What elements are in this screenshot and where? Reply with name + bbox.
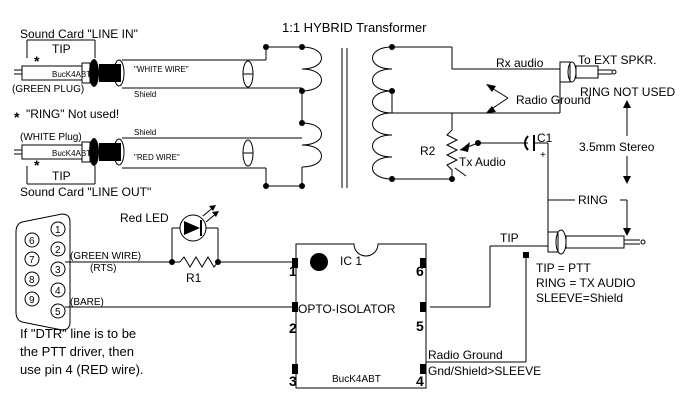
db9-pin-2: 2 (55, 245, 61, 256)
stereo-label: 3.5mm Stereo (579, 140, 655, 154)
tip-label: TIP (500, 231, 519, 245)
rts-wiring (65, 227, 292, 268)
ic1-name: IC 1 (340, 254, 362, 268)
ic1-brand: BucK4ABT (332, 374, 381, 385)
white-wire-label: "WHITE WIRE" (134, 65, 189, 74)
line-out-bracket (26, 166, 96, 185)
rx-audio-label: Rx audio (496, 56, 544, 70)
db9-pin-9: 9 (29, 295, 35, 306)
transformer-primary-coil (301, 46, 322, 168)
ic1-label: OPTO-ISOLATOR (298, 302, 396, 316)
ic1-pin-6: 6 (416, 263, 424, 279)
ring-note-star: * (14, 109, 20, 125)
c1-plus: + (540, 150, 546, 161)
ext-speaker-label: To EXT SPKR. (578, 53, 656, 67)
ic1-pin-2: 2 (289, 320, 297, 336)
db9-pin-4: 4 (55, 286, 61, 297)
db9-connector (15, 213, 71, 331)
white-plug-star: * (34, 157, 40, 173)
db9-pin-6: 6 (29, 236, 35, 247)
radio-ground-top-label: Radio Ground (516, 93, 591, 107)
green-plug (14, 59, 121, 87)
tip-bottom-label: TIP (52, 169, 71, 183)
gnd-sleeve-label: Gnd/Shield>SLEEVE (428, 364, 541, 378)
c1-capacitor (524, 135, 549, 236)
transformer-title: 1:1 HYBRID Transformer (282, 20, 427, 35)
db9-pin-3: 3 (55, 265, 61, 276)
ic1-body (292, 243, 427, 389)
ptt-jack (547, 199, 646, 255)
transformer-core (341, 48, 348, 188)
stereo-dimension-arrow (623, 100, 631, 184)
dtr-note-line-2: the PTT driver, then (20, 344, 134, 359)
red-led (179, 205, 219, 242)
line-in-wiring (113, 44, 305, 94)
line-out-label: Sound Card "LINE OUT" (20, 185, 151, 199)
ic1-pin-1: 1 (289, 263, 297, 279)
ring-tx-label: RING = TX AUDIO (536, 276, 635, 290)
tx-audio-label: Tx Audio (459, 155, 506, 169)
ring-note-label: "RING" Not used! (26, 107, 119, 121)
shield-top-label: Shield (134, 90, 156, 99)
line-in-label: Sound Card "LINE IN" (20, 27, 138, 41)
tip-top-label: TIP (52, 42, 71, 56)
white-plug-label: (WHITE Plug) (20, 132, 82, 143)
ic1-pin-5: 5 (416, 318, 424, 334)
bare-label: (BARE) (70, 297, 104, 308)
ic1-pin-4: 4 (416, 373, 424, 389)
red-wire-label: "RED WIRE" (134, 153, 180, 162)
green-plug-label: (GREEN PLUG) (12, 84, 84, 95)
db9-pin-1: 1 (55, 225, 61, 236)
db9-pin-7: 7 (29, 255, 35, 266)
radio-ground-bottom-label: Radio Ground (428, 348, 503, 362)
ptt-wiring (426, 245, 548, 363)
db9-pin-8: 8 (29, 275, 35, 286)
secondary-wiring (389, 44, 560, 182)
rts-label: (RTS) (90, 263, 116, 274)
ring-label: RING (578, 193, 608, 207)
c1-label: C1 (537, 131, 553, 145)
white-plug-brand: BucK4ABT (52, 149, 91, 158)
r2-potentiometer (445, 129, 528, 179)
radio-ground-arrows (486, 72, 561, 113)
red-led-label: Red LED (120, 211, 169, 225)
r2-label: R2 (420, 144, 436, 158)
tip-ptt-label: TIP = PTT (536, 261, 591, 275)
white-plug (14, 138, 121, 166)
r1-label: R1 (186, 271, 202, 285)
dtr-note-line-1: If "DTR" line is to be (20, 326, 136, 341)
db9-pin-5: 5 (55, 307, 61, 318)
ic1-pin-3: 3 (289, 373, 297, 389)
shield-bottom-label: Shield (134, 128, 156, 137)
green-wire-label: (GREEN WIRE) (70, 251, 141, 262)
ring-not-used-label: RING NOT USED (580, 85, 675, 99)
line-in-bracket (26, 39, 96, 58)
green-plug-brand: BucK4ABT (52, 70, 91, 79)
dtr-note-line-3: use pin 4 (RED wire). (20, 362, 144, 377)
sleeve-label: SLEEVE=Shield (536, 291, 623, 305)
transformer-secondary-coil (372, 46, 393, 180)
green-plug-star: * (34, 53, 40, 69)
